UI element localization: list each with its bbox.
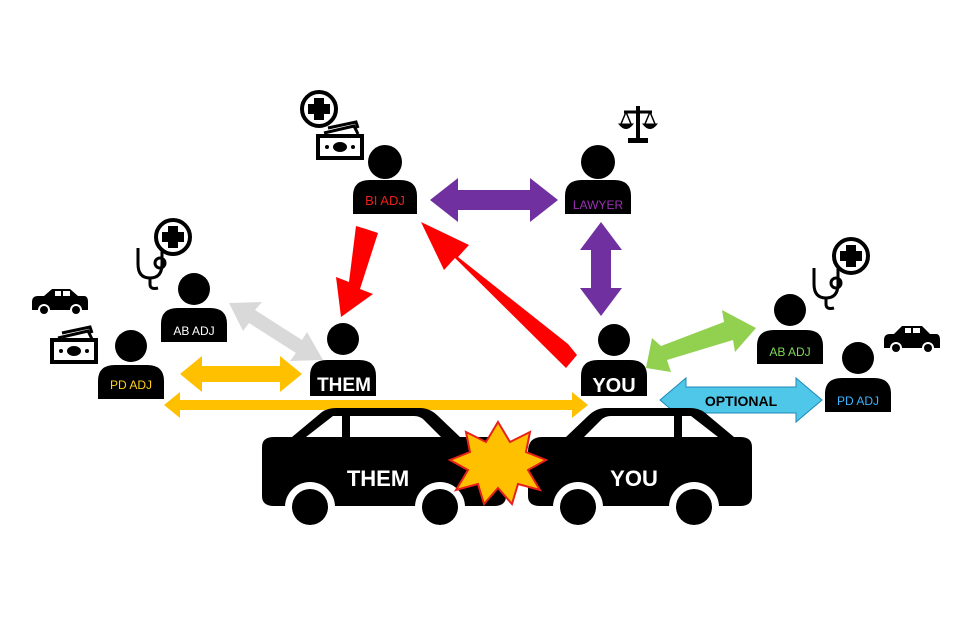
- stethoscope-icon: [812, 268, 843, 310]
- arrow-you-ab-adj: [646, 310, 756, 372]
- money-icon: [316, 120, 364, 160]
- car-them-wheel-rear: [292, 489, 328, 525]
- person-pd-adj-them: PD ADJ: [98, 330, 164, 399]
- arrow-pd-adj-them-short: [180, 356, 302, 392]
- lawyer-label: LAWYER: [573, 198, 624, 212]
- car-them-label: THEM: [347, 466, 409, 491]
- car-you: YOU: [528, 408, 752, 532]
- pd-adj-you-label: PD ADJ: [837, 394, 879, 408]
- medical-cross-icon: [832, 237, 870, 275]
- icons: [32, 90, 940, 364]
- arrow-lawyer-you: [580, 222, 622, 316]
- car-icon: [884, 326, 940, 354]
- relationship-arrows: OPTIONAL: [164, 178, 823, 424]
- car-them-window-left: [306, 416, 342, 437]
- person-bi-adj: BI ADJ: [353, 145, 417, 214]
- cars: THEM YOU: [262, 408, 752, 532]
- car-you-window-right: [682, 416, 718, 437]
- car-them-wheel-front: [422, 489, 458, 525]
- arrow-you-to-bi-adj: [421, 222, 577, 368]
- optional-label: OPTIONAL: [705, 393, 778, 409]
- car-them: THEM: [262, 408, 506, 532]
- person-pd-adj-you: PD ADJ: [825, 342, 891, 412]
- ab-adj-you-label: AB ADJ: [769, 345, 810, 359]
- arrow-ab-adj-them: [229, 302, 323, 361]
- arrow-bi-adj-lawyer: [430, 178, 558, 222]
- them-person-label: THEM: [317, 375, 371, 396]
- medical-cross-icon: [300, 90, 338, 128]
- person-ab-adj-you: AB ADJ: [757, 294, 823, 364]
- car-you-wheel-front: [560, 489, 596, 525]
- people: BI ADJ LAWYER AB ADJ PD ADJ THEM: [98, 145, 891, 412]
- money-icon: [50, 325, 98, 364]
- bi-adj-label: BI ADJ: [365, 193, 405, 208]
- person-you: YOU: [581, 324, 647, 397]
- pd-adj-them-label: PD ADJ: [110, 378, 152, 392]
- stethoscope-icon: [136, 248, 167, 290]
- car-you-label: YOU: [610, 466, 658, 491]
- scales-of-justice-icon: [617, 106, 659, 143]
- person-them: THEM: [310, 323, 376, 396]
- person-lawyer: LAWYER: [565, 145, 631, 214]
- arrow-pd-adj-them-to-you: [164, 392, 588, 418]
- medical-cross-icon: [154, 218, 192, 256]
- collision-burst-icon: [447, 420, 549, 507]
- person-ab-adj-them: AB ADJ: [161, 273, 227, 342]
- ab-adj-them-label: AB ADJ: [173, 324, 214, 338]
- you-person-label: YOU: [592, 375, 635, 397]
- arrow-bi-adj-to-them: [336, 226, 378, 317]
- car-you-wheel-rear: [676, 489, 712, 525]
- car-icon: [32, 289, 88, 316]
- car-them-window-right: [350, 416, 441, 437]
- car-you-window-left: [584, 416, 674, 437]
